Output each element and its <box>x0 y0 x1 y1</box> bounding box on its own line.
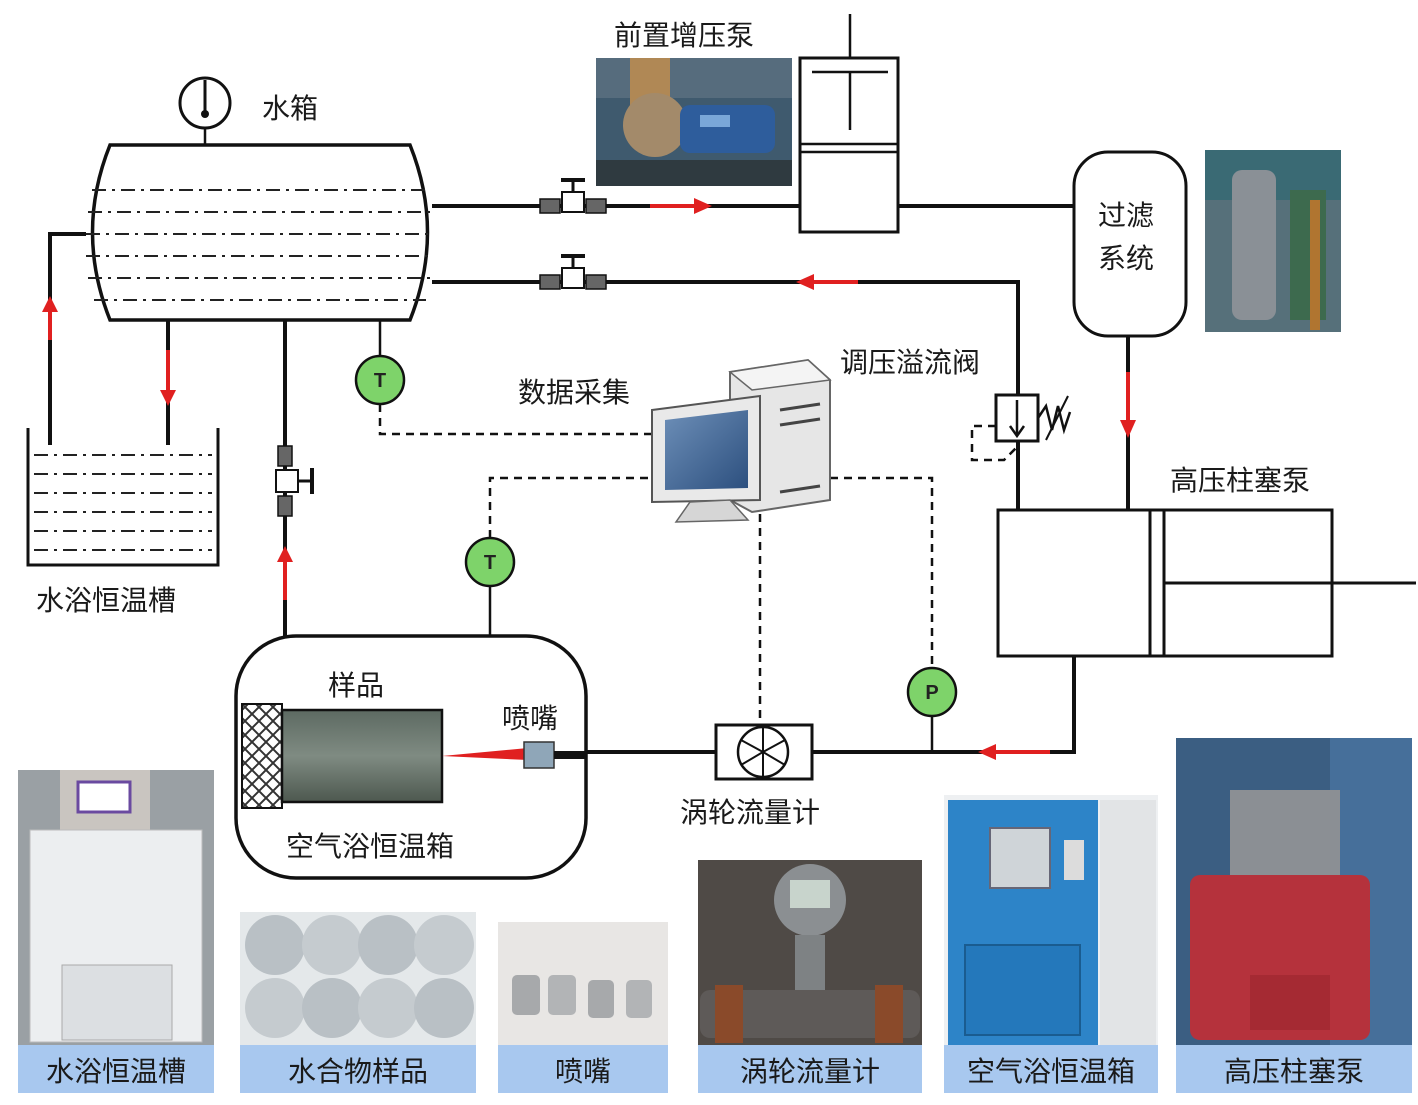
svg-text:T: T <box>484 552 496 574</box>
water-tank <box>86 143 434 322</box>
caption-band <box>240 1045 476 1093</box>
water-bath <box>26 428 220 567</box>
jet-spray <box>442 748 528 760</box>
caption-band <box>498 1045 668 1093</box>
caption-band <box>18 1045 214 1093</box>
flow-arrow <box>160 350 176 406</box>
svg-text:P: P <box>925 682 938 704</box>
flow-arrow <box>650 198 712 214</box>
caption-flowmeter: 涡轮流量计 <box>740 1055 880 1088</box>
filter-label-2: 系统 <box>1098 242 1154 275</box>
valve-icon <box>539 178 607 214</box>
flowmeter-label: 涡轮流量计 <box>680 796 820 829</box>
caption-nozzle: 喷嘴 <box>555 1055 611 1088</box>
photo-water-bath <box>18 770 214 1090</box>
hp-outlet-pipe <box>586 656 1076 754</box>
air-bath-label: 空气浴恒温箱 <box>286 830 454 863</box>
photo-air-bath <box>944 795 1158 1092</box>
caption-band <box>944 1045 1158 1093</box>
bath-return-pipe <box>48 232 86 445</box>
temp-gauge-tank: T <box>354 354 406 406</box>
nozzle-label: 喷嘴 <box>502 702 558 735</box>
hydrate-sample <box>241 703 444 809</box>
caption-hp-pump: 高压柱塞泵 <box>1224 1055 1364 1088</box>
flow-arrow <box>978 744 1050 760</box>
caption-air-bath: 空气浴恒温箱 <box>967 1055 1135 1088</box>
hp-pump-label: 高压柱塞泵 <box>1170 464 1310 497</box>
spring-valve-icon <box>970 393 1072 462</box>
signal-line-tank-temp <box>378 404 655 436</box>
pressure-dial-icon <box>178 76 232 145</box>
hp-plunger-pump <box>996 508 1416 658</box>
flow-arrow <box>42 296 58 340</box>
photo-hp-pump <box>1176 738 1412 1092</box>
water-bath-label: 水浴恒温槽 <box>36 584 176 617</box>
booster-pump-label: 前置增压泵 <box>614 19 754 52</box>
temp-gauge-box: T <box>464 536 516 588</box>
filter-label-1: 过滤 <box>1098 199 1154 232</box>
valve-icon <box>539 254 607 290</box>
booster-pump <box>798 14 900 234</box>
computer-icon <box>651 358 832 523</box>
nozzle <box>523 741 555 769</box>
flow-arrow <box>1120 372 1136 438</box>
pressure-gauge: P <box>906 666 958 718</box>
caption-water-bath: 水浴恒温槽 <box>46 1055 186 1088</box>
signal-line-box-temp <box>488 476 655 538</box>
water-tank-label: 水箱 <box>262 92 318 125</box>
caption-band <box>698 1045 922 1093</box>
sample-label: 样品 <box>328 669 384 702</box>
caption-band <box>1176 1045 1412 1093</box>
svg-text:T: T <box>374 370 386 392</box>
data-acq-label: 数据采集 <box>518 376 630 409</box>
valve-icon <box>275 445 314 517</box>
turbine-icon <box>714 723 814 781</box>
flow-arrow <box>277 546 293 600</box>
signal-line-pressure <box>830 476 934 668</box>
caption-hydrate-sample: 水合物样品 <box>288 1055 428 1088</box>
relief-valve-label: 调压溢流阀 <box>840 346 980 379</box>
booster-pump-photo <box>596 58 792 186</box>
flow-arrow <box>796 274 858 290</box>
filter-photo <box>1205 150 1341 332</box>
return-pipe <box>432 280 1020 395</box>
